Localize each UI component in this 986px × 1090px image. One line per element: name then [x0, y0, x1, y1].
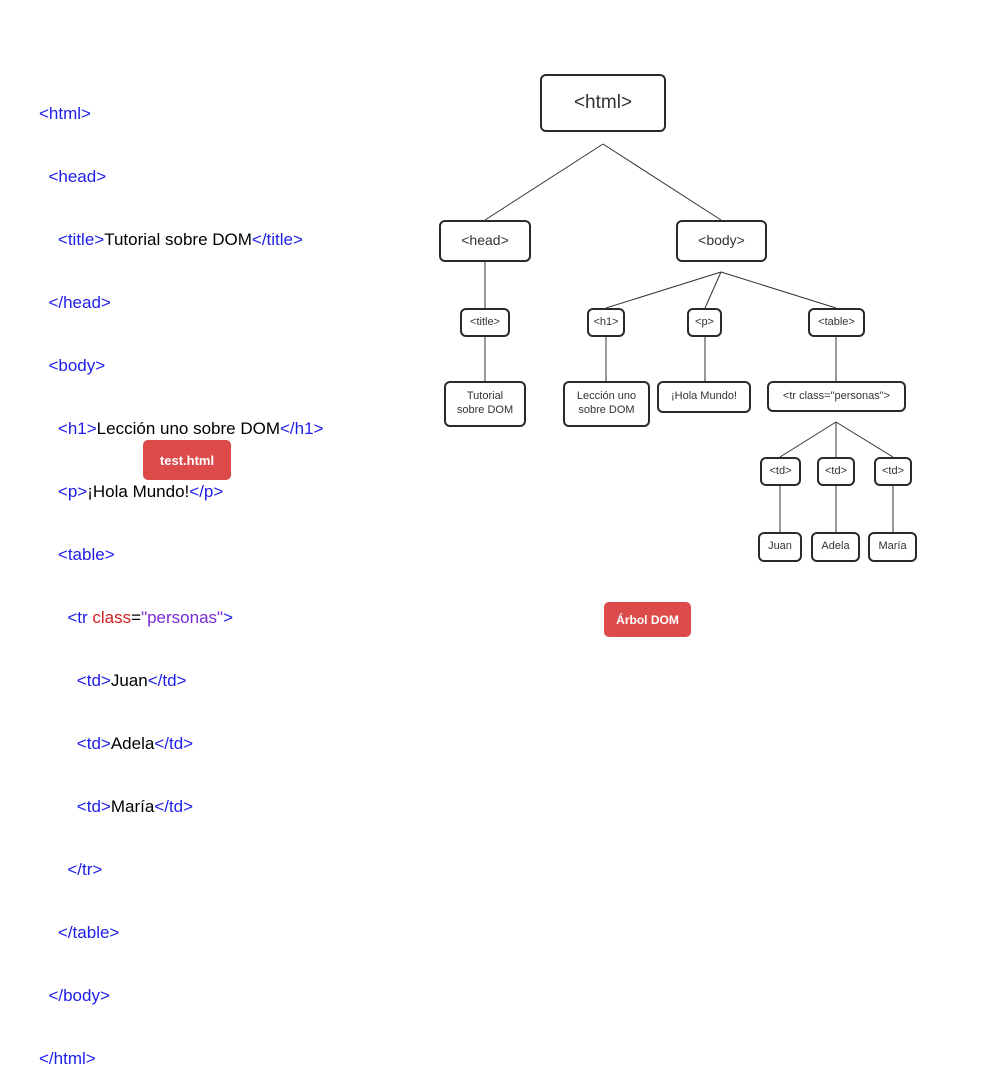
code-tag: </tr>	[67, 860, 103, 879]
node-head: <head>	[439, 220, 531, 262]
code-line: <body>	[39, 355, 324, 376]
node-p-text: ¡Hola Mundo!	[657, 381, 751, 413]
node-h1-text: Lección uno sobre DOM	[563, 381, 650, 427]
code-attribute-value: "personas"	[141, 608, 224, 627]
code-tag: </table>	[57, 923, 120, 942]
code-line: <td>María</td>	[39, 796, 324, 817]
code-line: <html>	[39, 103, 324, 124]
code-tag: <h1>	[57, 419, 97, 438]
code-line: </body>	[39, 985, 324, 1006]
file-label-badge: test.html	[143, 440, 231, 480]
code-tag: </p>	[189, 482, 224, 501]
node-td-3: <td>	[874, 457, 912, 486]
node-tr: <tr class="personas">	[767, 381, 906, 412]
code-line: <td>Adela</td>	[39, 733, 324, 754]
edge-html-head	[484, 143, 604, 221]
tree-label-badge: Árbol DOM	[604, 602, 691, 637]
code-line: <title>Tutorial sobre DOM</title>	[39, 229, 324, 250]
code-indent	[39, 986, 48, 1005]
code-tag: </body>	[48, 986, 110, 1005]
code-line: <head>	[39, 166, 324, 187]
code-text: María	[110, 797, 155, 816]
code-attribute: class	[92, 608, 132, 627]
edge-body-h1	[605, 271, 722, 309]
node-td-1: <td>	[760, 457, 801, 486]
node-html: <html>	[540, 74, 666, 132]
node-title: <title>	[460, 308, 510, 337]
code-tag: <html>	[39, 104, 91, 123]
code-tag: <td>	[76, 797, 111, 816]
code-line: </table>	[39, 922, 324, 943]
node-td-text-1: Juan	[758, 532, 802, 562]
code-tag: </title>	[251, 230, 303, 249]
code-text: Lección uno sobre DOM	[96, 419, 280, 438]
code-text: ¡Hola Mundo!	[87, 482, 190, 501]
code-tag: </td>	[154, 734, 194, 753]
code-tag: </h1>	[280, 419, 324, 438]
code-text: Tutorial sobre DOM	[104, 230, 252, 249]
code-line: </tr>	[39, 859, 324, 880]
edge-html-body	[602, 143, 722, 221]
edge-tr-td3	[835, 421, 894, 458]
node-table: <table>	[808, 308, 865, 337]
code-indent	[39, 860, 67, 879]
node-td-2: <td>	[817, 457, 855, 486]
code-tag: <title>	[57, 230, 105, 249]
code-line: <h1>Lección uno sobre DOM</h1>	[39, 418, 324, 439]
node-h1: <h1>	[587, 308, 625, 337]
code-line: </head>	[39, 292, 324, 313]
code-tag: <body>	[48, 356, 106, 375]
node-td-text-3: María	[868, 532, 917, 562]
code-tag: </td>	[154, 797, 194, 816]
code-tag: </head>	[48, 293, 111, 312]
code-indent	[39, 923, 58, 942]
code-tag: <table>	[57, 545, 115, 564]
code-tag: >	[223, 608, 234, 627]
code-indent	[39, 797, 77, 816]
code-indent	[39, 734, 77, 753]
code-text: Adela	[110, 734, 155, 753]
edge-tr-td1	[779, 421, 837, 458]
edge-body-table	[720, 271, 837, 309]
code-text: =	[131, 608, 142, 627]
node-p: <p>	[687, 308, 722, 337]
node-td-text-2: Adela	[811, 532, 860, 562]
code-tag: </html>	[39, 1049, 96, 1068]
code-tag: <p>	[57, 482, 88, 501]
node-body: <body>	[676, 220, 767, 262]
edge-body-p	[704, 271, 722, 309]
dom-tree-edges	[484, 143, 894, 532]
code-line: </html>	[39, 1048, 324, 1069]
code-tag: <head>	[48, 167, 107, 186]
code-line: <p>¡Hola Mundo!</p>	[39, 481, 324, 502]
code-tag: <tr	[67, 608, 93, 627]
node-title-text: Tutorial sobre DOM	[444, 381, 526, 427]
code-line: <tr class="personas">	[39, 607, 324, 628]
code-tag: <td>	[76, 734, 111, 753]
code-line: <table>	[39, 544, 324, 565]
